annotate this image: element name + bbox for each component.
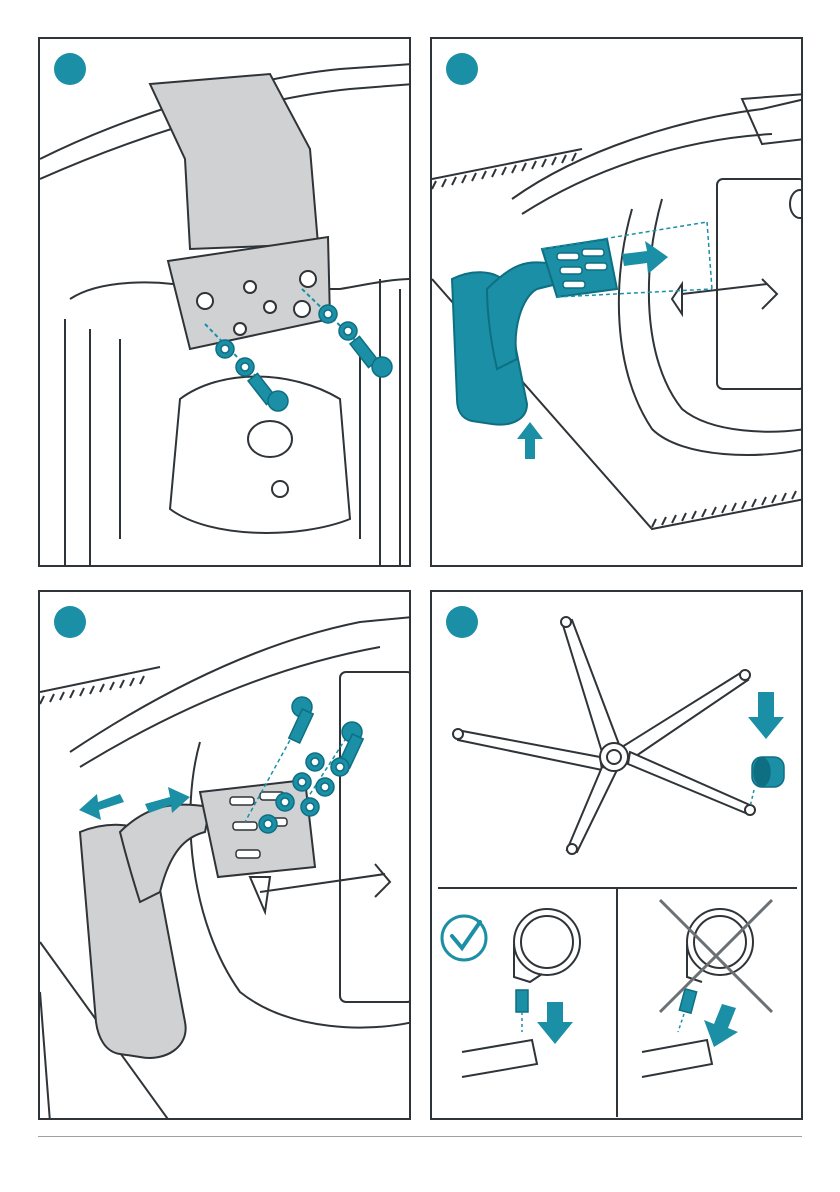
step-badge-3: step-badge [54, 606, 86, 638]
panel-step-4: step-badge [430, 590, 803, 1120]
backrest-strap [150, 74, 318, 249]
panel-step-1: step-badge [38, 37, 411, 567]
adjust-arrow-left [79, 794, 124, 820]
armrest-slide-illustration [432, 39, 803, 567]
slide-in-arrow [622, 241, 668, 274]
base-leg-left [457, 730, 602, 770]
caster-down-arrow [748, 692, 784, 739]
backrest-bracket-illustration [40, 39, 411, 567]
base-leg-right [622, 672, 748, 760]
step-badge-4: step-badge [446, 606, 478, 638]
base-leg-top [562, 620, 620, 752]
base-leg-bottom-left [567, 767, 617, 852]
push-up-arrow [517, 422, 543, 459]
panel-step-3: step-badge [38, 590, 411, 1120]
armrest-screws-illustration [40, 592, 411, 1120]
footer-rule [38, 1136, 802, 1137]
step-badge-2: step-badge [446, 53, 478, 85]
check-icon [442, 916, 486, 960]
step-badge-1: step-badge [54, 53, 86, 85]
base-casters-illustration [432, 592, 803, 1120]
base-leg-bottom-right [628, 752, 752, 814]
panel-step-2: step-badge [430, 37, 803, 567]
